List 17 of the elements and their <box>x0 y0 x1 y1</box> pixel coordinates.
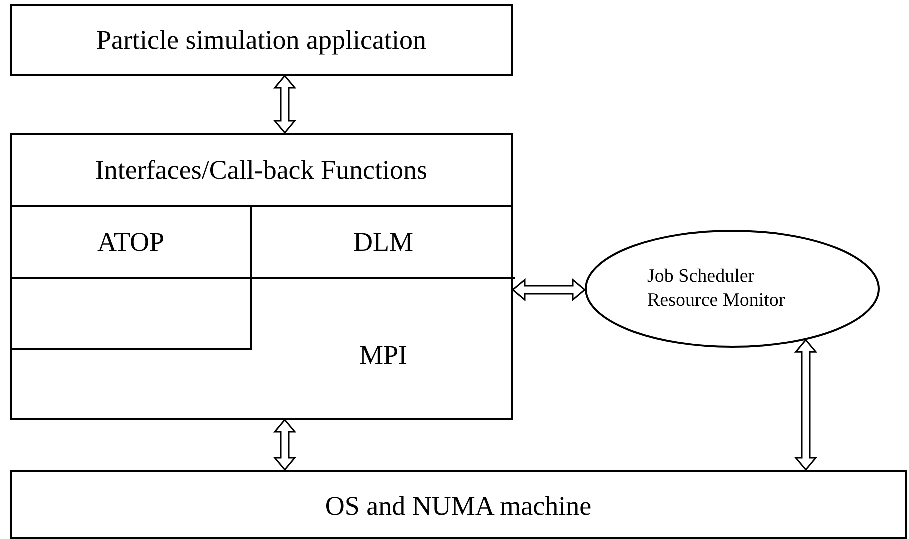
layer-label: Particle simulation application <box>96 24 426 57</box>
layer-label: MPI <box>359 339 408 372</box>
layer-heading: Interfaces/Call-back Functions <box>95 154 428 187</box>
double-arrow <box>794 338 818 472</box>
ellipse-label: Job Scheduler Resource Monitor <box>648 265 786 313</box>
layer-box <box>10 4 513 76</box>
layer-label: DLM <box>354 226 414 259</box>
double-arrow <box>273 418 297 472</box>
layer-label: OS and NUMA machine <box>325 490 592 523</box>
layer-box <box>12 207 252 279</box>
layer-label: ATOP <box>97 226 165 259</box>
layer-box <box>10 470 907 539</box>
empty-box <box>12 279 252 350</box>
layer-box <box>10 133 513 420</box>
double-arrow <box>273 74 297 134</box>
ellipse-node <box>585 230 880 348</box>
double-arrow <box>512 278 586 302</box>
